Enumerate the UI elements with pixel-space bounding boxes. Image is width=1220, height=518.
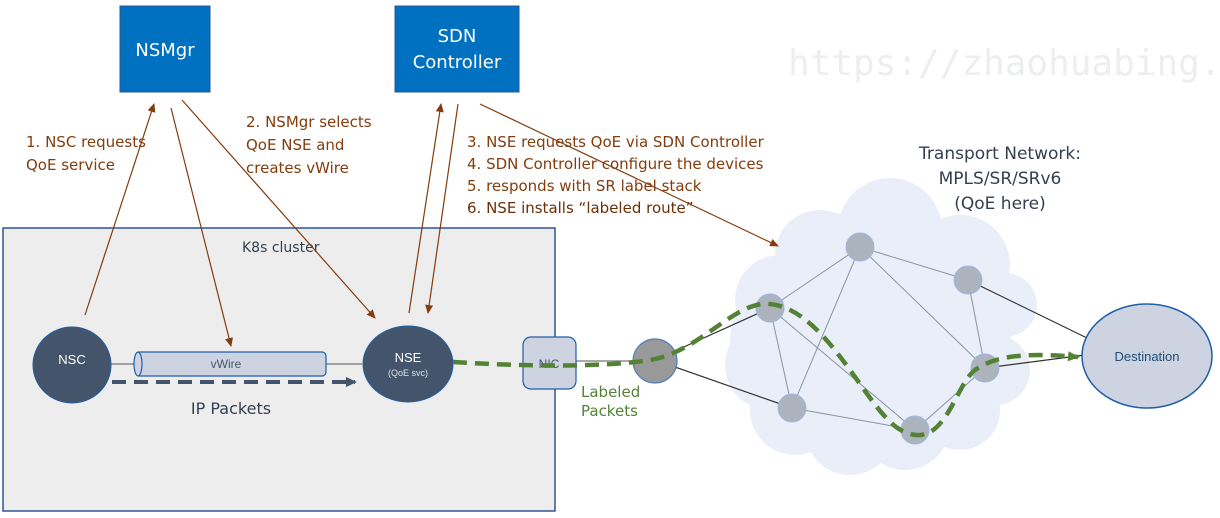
arrow-sdn-to-network	[479, 103, 779, 247]
step4-text: 4. SDN Controller configure the devices	[467, 155, 764, 173]
nsmgr-box	[119, 5, 211, 93]
step6-text: 6. NSE installs “labeled route”	[467, 199, 694, 217]
router-node	[900, 415, 930, 445]
arrow-nsmgr-to-nse	[181, 99, 376, 319]
step2-line3: creates vWire	[246, 159, 349, 177]
router-node	[953, 265, 983, 295]
vwire-tube	[133, 351, 327, 377]
nsmgr-label: NSMgr	[135, 40, 195, 61]
sdn-controller-box	[394, 5, 520, 93]
arrow-nse-to-sdn	[408, 103, 444, 314]
network-links	[769, 246, 986, 431]
transport-label-line2: MPLS/SR/SRv6	[939, 169, 1062, 189]
nsc-label: NSC	[58, 352, 85, 367]
labeled-packets-line1: Labeled	[581, 383, 640, 401]
ip-packets-label: IP Packets	[191, 399, 271, 418]
step2-line1: 2. NSMgr selects	[246, 113, 372, 131]
router-node	[777, 393, 807, 423]
step1-line2: QoE service	[26, 156, 115, 174]
sdn-label-line2: Controller	[413, 52, 502, 73]
sdn-label-line1: SDN	[438, 26, 477, 47]
labeled-route-path	[452, 301, 1080, 438]
router-node	[845, 232, 875, 262]
arrow-sdn-to-nse	[425, 103, 459, 314]
watermark-text: https://zhaohuabing.com	[788, 43, 1220, 84]
step1-line1: 1. NSC requests	[26, 133, 146, 151]
transport-label-line1: Transport Network:	[918, 144, 1081, 164]
k8s-cluster-label: K8s cluster	[242, 240, 320, 256]
destination-label: Destination	[1114, 349, 1179, 364]
transport-label-line3: (QoE here)	[954, 194, 1046, 214]
nse-label: NSE	[395, 350, 422, 365]
arrow-nsc-to-nsmgr	[84, 103, 156, 316]
labeled-packets-line2: Packets	[581, 402, 638, 420]
step2-line2: QoE NSE and	[246, 136, 344, 154]
nse-sublabel: (QoE svc)	[388, 368, 428, 378]
step3-text: 3. NSE requests QoE via SDN Controller	[467, 133, 765, 151]
arrow-nsmgr-to-vwire	[170, 107, 233, 347]
nsc-node	[32, 326, 112, 404]
router-node	[755, 293, 785, 323]
destination-node	[1081, 303, 1213, 409]
vwire-label: vWire	[211, 357, 242, 371]
transport-cloud	[725, 178, 1037, 475]
